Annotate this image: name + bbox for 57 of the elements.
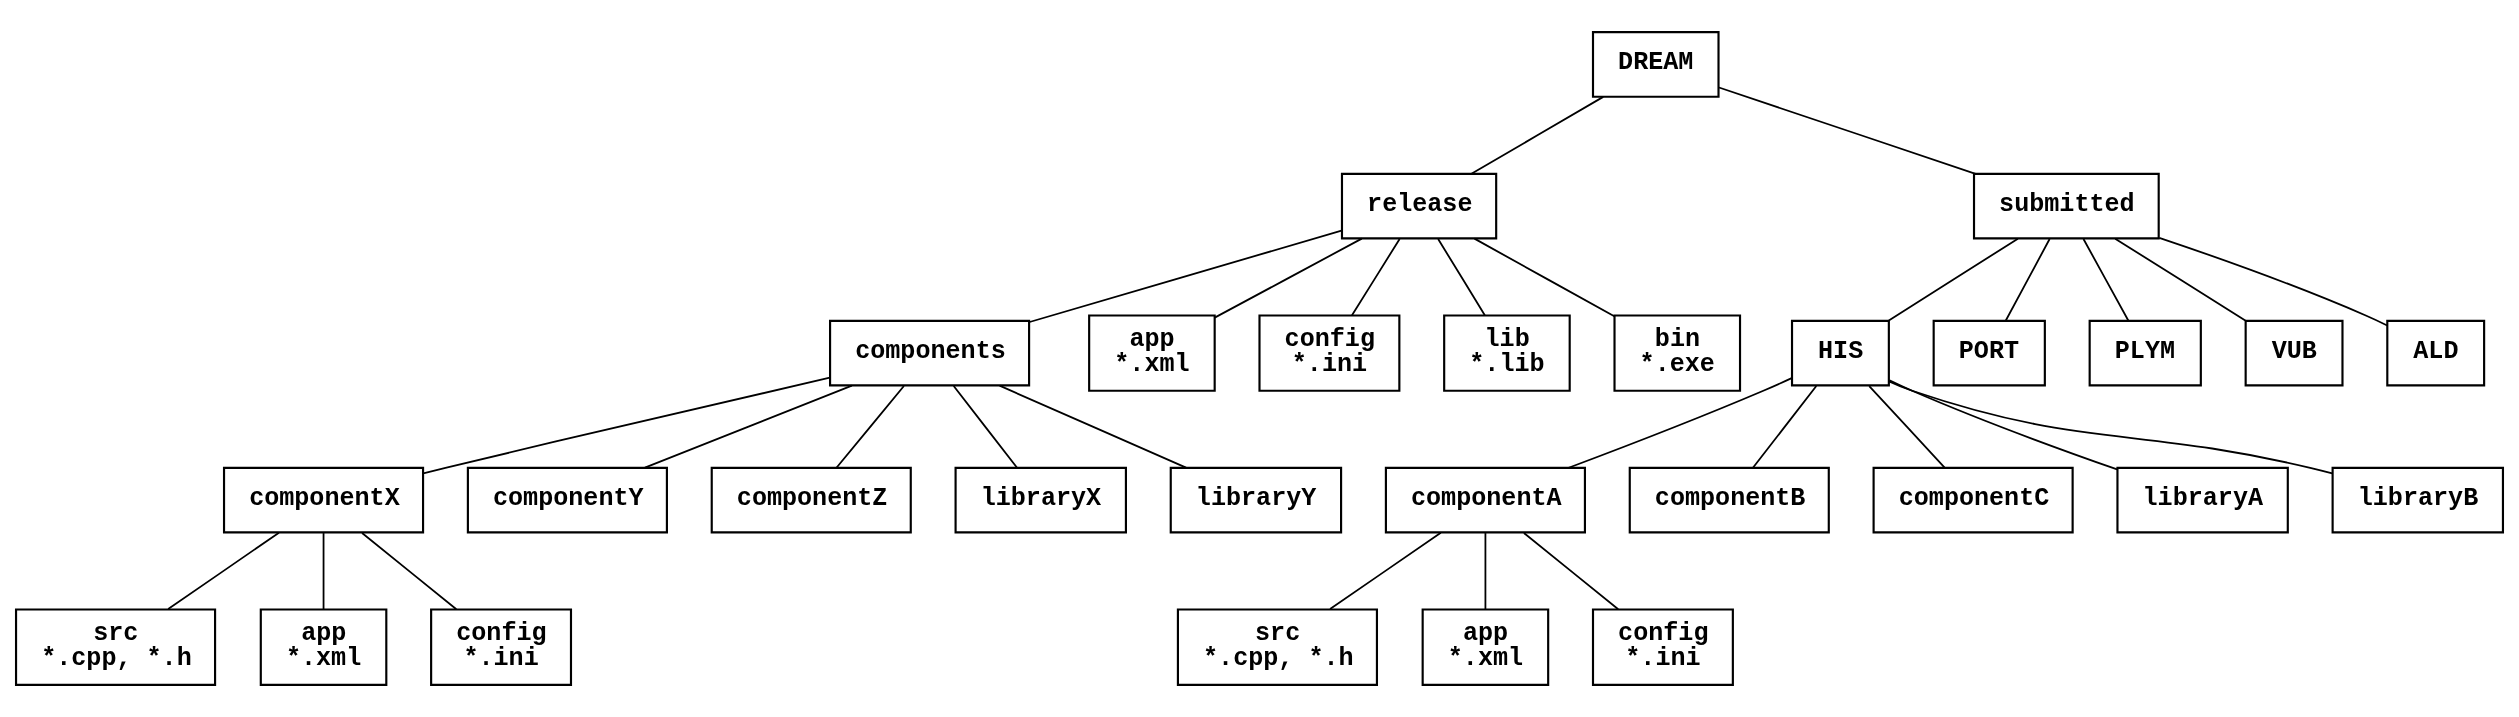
connector	[952, 385, 1018, 469]
connector	[1868, 385, 1946, 469]
connector	[1329, 531, 1442, 610]
node-box: release	[1340, 172, 1498, 240]
connector	[1484, 532, 1487, 611]
connector	[2114, 237, 2247, 322]
node-box: componentB	[1628, 466, 1830, 534]
connector	[1470, 96, 1605, 175]
node-box: componentC	[1872, 466, 2074, 534]
node-box: VUB	[2244, 319, 2344, 387]
node-box: ALD	[2386, 319, 2486, 387]
connector	[1888, 379, 2119, 471]
node-box: src *.cpp, *.h	[1176, 608, 1378, 686]
node-box: bin *.exe	[1613, 314, 1742, 392]
connector	[1028, 229, 1343, 323]
node-box: app *.xml	[1421, 608, 1550, 686]
node-box: submitted	[1972, 172, 2160, 240]
node-box: config *.ini	[1258, 314, 1401, 392]
node-box: config *.ini	[430, 608, 573, 686]
node-box: components	[829, 319, 1031, 387]
connector	[2158, 236, 2389, 327]
node-box: DREAM	[1591, 31, 1720, 98]
node-box: libraryA	[2116, 466, 2289, 534]
node-box: lib *.lib	[1443, 314, 1571, 392]
node-box: libraryX	[954, 466, 1127, 534]
connector	[998, 384, 1187, 469]
connector	[322, 532, 325, 611]
connector	[1351, 238, 1401, 317]
node-box: libraryB	[2331, 466, 2505, 534]
connector	[644, 384, 853, 469]
connector	[1752, 385, 1818, 469]
connector	[1213, 237, 1363, 319]
node-box: componentX	[222, 466, 425, 534]
connector	[1473, 237, 1616, 318]
node-box: libraryY	[1169, 466, 1343, 534]
node-box: HIS	[1790, 319, 1890, 387]
connector	[835, 385, 905, 469]
connector	[422, 376, 831, 475]
connector	[2082, 238, 2130, 322]
node-box: componentA	[1384, 466, 1586, 534]
connector	[1887, 237, 2019, 322]
connector	[361, 532, 458, 611]
connector	[1888, 380, 2334, 475]
node-box: PLYM	[2088, 319, 2202, 387]
node-box: src *.cpp, *.h	[14, 608, 217, 686]
node-box: componentY	[466, 466, 668, 534]
node-box: app *.xml	[1088, 314, 1216, 392]
node-box: app *.xml	[259, 608, 388, 686]
node-box: componentZ	[710, 466, 912, 534]
connector	[2004, 238, 2051, 322]
connector	[1523, 532, 1620, 611]
node-box: config *.ini	[1591, 608, 1734, 686]
connector	[167, 531, 280, 610]
connector	[1718, 86, 1977, 175]
connector	[1567, 377, 1793, 469]
connector	[1437, 238, 1486, 317]
node-box: PORT	[1932, 319, 2046, 387]
